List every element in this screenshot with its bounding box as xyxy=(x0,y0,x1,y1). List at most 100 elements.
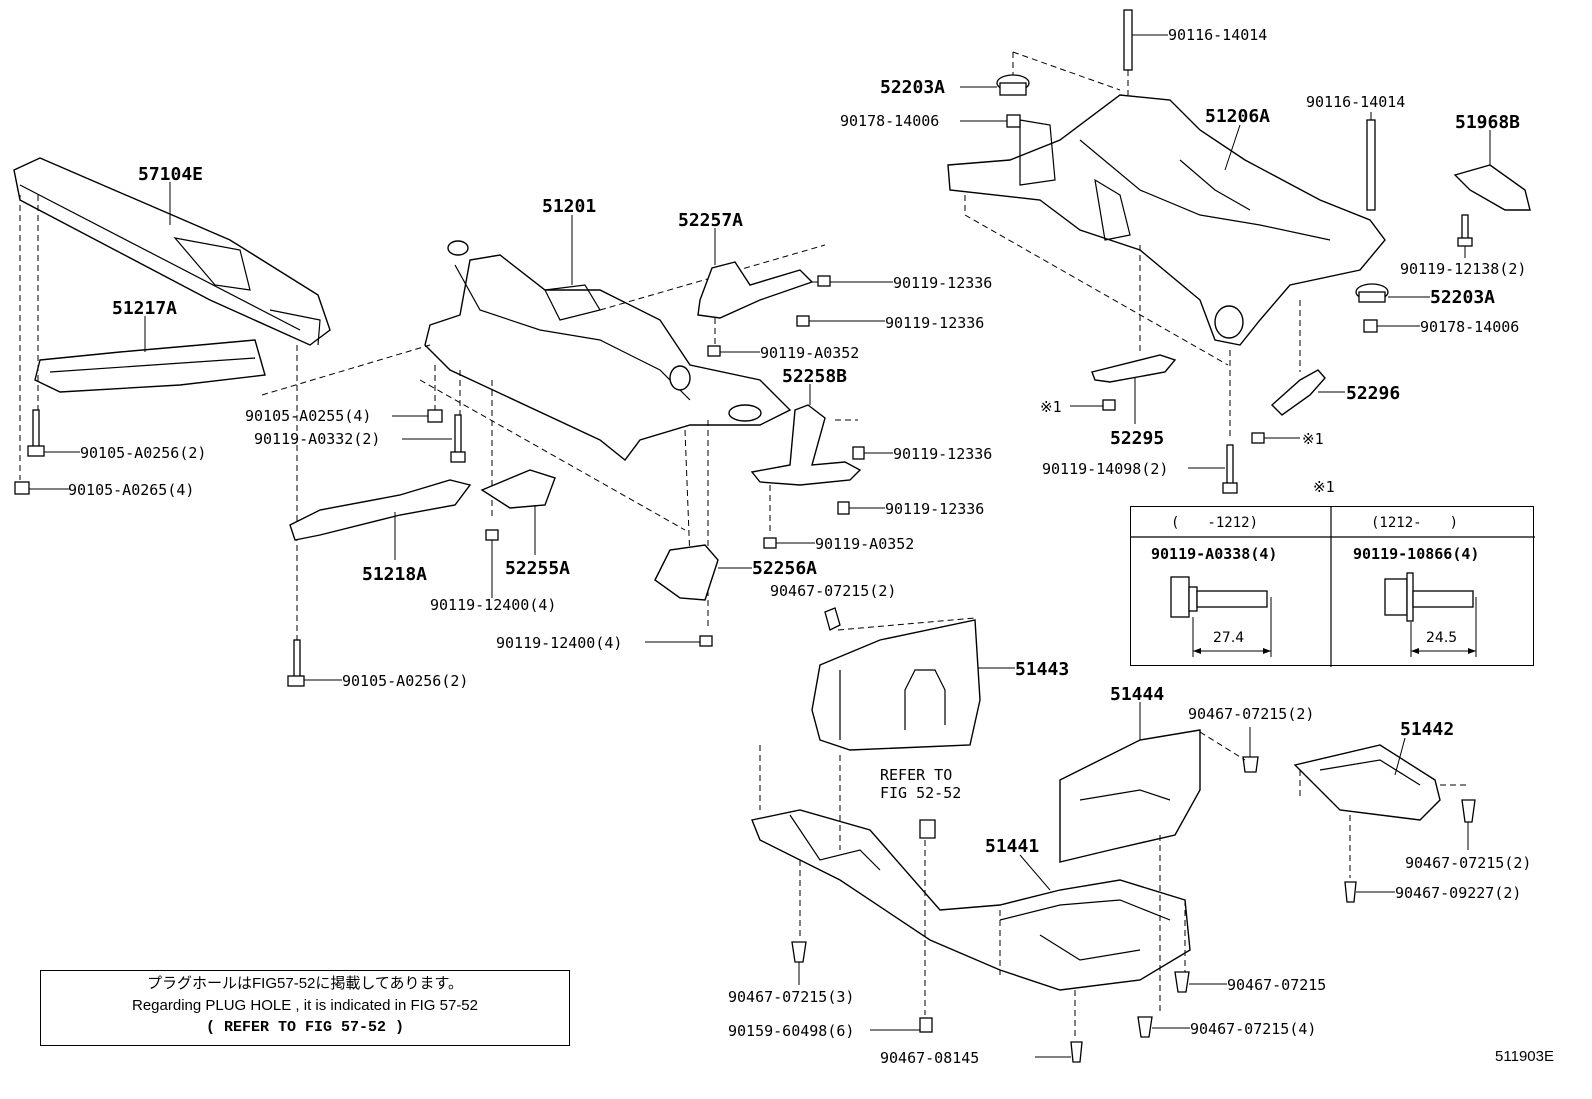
part-52258B-arm xyxy=(750,404,862,486)
label-52296: 52296 xyxy=(1346,383,1400,404)
bolt-icon xyxy=(837,501,850,515)
note-jp: プラグホールはFIG57-52に掲載してあります。 xyxy=(147,975,463,992)
label-90119-12336-a: 90119-12336 xyxy=(893,274,992,292)
part-52295-arm xyxy=(1091,354,1177,383)
label-51217A: 51217A xyxy=(112,298,177,319)
label-90467-09227: 90467-09227(2) xyxy=(1395,884,1521,902)
label-90105-A0256-b: 90105-A0256(2) xyxy=(342,672,468,690)
label-90467-07215-b: 90467-07215(2) xyxy=(1188,705,1314,723)
label-52257A: 52257A xyxy=(678,210,743,231)
label-90467-07215-a: 90467-07215(2) xyxy=(770,582,896,600)
mount-bushing-icon xyxy=(1355,283,1389,303)
clip-icon xyxy=(824,607,841,631)
part-51441-cover xyxy=(751,809,1191,991)
label-51442: 51442 xyxy=(1400,719,1454,740)
bolt-icon xyxy=(427,409,443,423)
part-51217A-bracket xyxy=(34,339,266,393)
part-51206A-subframe xyxy=(947,94,1386,346)
label-51968B: 51968B xyxy=(1455,112,1520,133)
label-90119-A0332: 90119-A0332(2) xyxy=(254,430,380,448)
bolt-icon xyxy=(1457,214,1473,247)
label-52203A-top: 52203A xyxy=(880,77,945,98)
label-90119-14098: 90119-14098(2) xyxy=(1042,460,1168,478)
label-90105-A0265: 90105-A0265(4) xyxy=(68,481,194,499)
bolt-icon xyxy=(450,414,466,463)
inset-col2-header: (1212- ) xyxy=(1371,515,1458,531)
label-90178-14006-b: 90178-14006 xyxy=(1420,318,1519,336)
plug-hole-note: プラグホールはFIG57-52に掲載してあります。 Regarding PLUG… xyxy=(40,970,570,1046)
label-90119-12400-b: 90119-12400(4) xyxy=(496,634,622,652)
part-51968B-bracket xyxy=(1453,164,1531,211)
label-57104E: 57104E xyxy=(138,164,203,185)
bolt-icon xyxy=(852,446,865,460)
label-90119-12138: 90119-12138(2) xyxy=(1400,260,1526,278)
flange-bolt-icon xyxy=(1384,572,1477,657)
part-52257A-arm xyxy=(697,261,814,319)
bolt-icon xyxy=(817,275,831,287)
clip-icon xyxy=(1344,881,1357,903)
label-52255A: 52255A xyxy=(505,558,570,579)
part-52256A-bracket xyxy=(654,544,719,601)
label-90119-12336-b: 90119-12336 xyxy=(885,314,984,332)
label-90105-A0255: 90105-A0255(4) xyxy=(245,407,371,425)
label-90467-07215-e: 90467-07215(3) xyxy=(728,988,854,1006)
bolt-icon xyxy=(763,537,777,549)
label-90467-07215-f: 90467-07215(4) xyxy=(1190,1020,1316,1038)
label-90105-A0256-a: 90105-A0256(2) xyxy=(80,444,206,462)
part-51443-cover xyxy=(811,619,981,751)
part-51218A-bracket xyxy=(289,479,472,541)
mount-bushing-icon xyxy=(996,74,1030,96)
label-90159-60498: 90159-60498(6) xyxy=(728,1022,854,1040)
label-90119-A0352-a: 90119-A0352 xyxy=(760,344,859,362)
bolt-icon xyxy=(485,529,499,541)
label-90119-12336-c: 90119-12336 xyxy=(893,445,992,463)
label-90119-12336-d: 90119-12336 xyxy=(885,500,984,518)
mark-1-right: ※1 xyxy=(1302,430,1324,448)
label-52295: 52295 xyxy=(1110,428,1164,449)
label-90467-07215-d: 90467-07215 xyxy=(1227,976,1326,994)
nut-icon xyxy=(1363,319,1378,333)
inset-col1-dim: 27.4 xyxy=(1213,630,1244,646)
bolt-icon xyxy=(1222,444,1238,494)
clip-icon xyxy=(1070,1041,1083,1063)
nut-icon xyxy=(1006,114,1021,128)
label-90467-08145: 90467-08145 xyxy=(880,1049,979,1067)
bolt-variant-inset: ( -1212) (1212- ) 90119-A0338(4) 90119-1… xyxy=(1130,506,1535,667)
clip-icon xyxy=(1461,799,1476,823)
mark-1-inset: ※1 xyxy=(1313,478,1335,496)
label-90116-14014-b: 90116-14014 xyxy=(1306,93,1405,111)
label-90119-A0352-b: 90119-A0352 xyxy=(815,535,914,553)
mark-1-left: ※1 xyxy=(1040,398,1062,416)
label-51441: 51441 xyxy=(985,836,1039,857)
inset-col1-header: ( -1212) xyxy=(1171,515,1258,531)
clip-icon xyxy=(1174,971,1190,993)
screw-icon xyxy=(919,1017,933,1033)
inset-drawing: ( -1212) (1212- ) 90119-A0338(4) 90119-1… xyxy=(1131,507,1535,667)
label-52258B: 52258B xyxy=(782,366,847,387)
clip-icon xyxy=(791,941,807,963)
stud-bolt-icon xyxy=(1123,9,1133,71)
note-ref: ( REFER TO FIG 57-52 ) xyxy=(205,1019,405,1036)
inset-col2-dim: 24.5 xyxy=(1426,630,1457,646)
bolt-icon xyxy=(796,315,810,327)
label-90119-12400-a: 90119-12400(4) xyxy=(430,596,556,614)
bolt-icon xyxy=(1251,432,1265,444)
bolt-icon xyxy=(707,345,721,357)
part-51444-cover xyxy=(1059,729,1201,863)
part-51201-subframe xyxy=(424,240,792,461)
flange-bolt-icon xyxy=(1170,576,1272,657)
label-52203A-bottom: 52203A xyxy=(1430,287,1495,308)
part-51442-cover xyxy=(1293,744,1441,821)
figure-code: 511903E xyxy=(1495,1048,1554,1065)
label-52256A: 52256A xyxy=(752,558,817,579)
refer-line-1: REFER TO xyxy=(880,766,952,784)
clip-icon xyxy=(919,819,936,839)
label-51201: 51201 xyxy=(542,196,596,217)
clip-icon xyxy=(1137,1016,1153,1038)
label-90467-07215-c: 90467-07215(2) xyxy=(1405,854,1531,872)
inset-col1-part: 90119-A0338(4) xyxy=(1151,545,1277,563)
stud-bolt-icon xyxy=(1366,119,1376,211)
bolt-icon xyxy=(1102,399,1116,411)
label-90116-14014-a: 90116-14014 xyxy=(1168,26,1267,44)
